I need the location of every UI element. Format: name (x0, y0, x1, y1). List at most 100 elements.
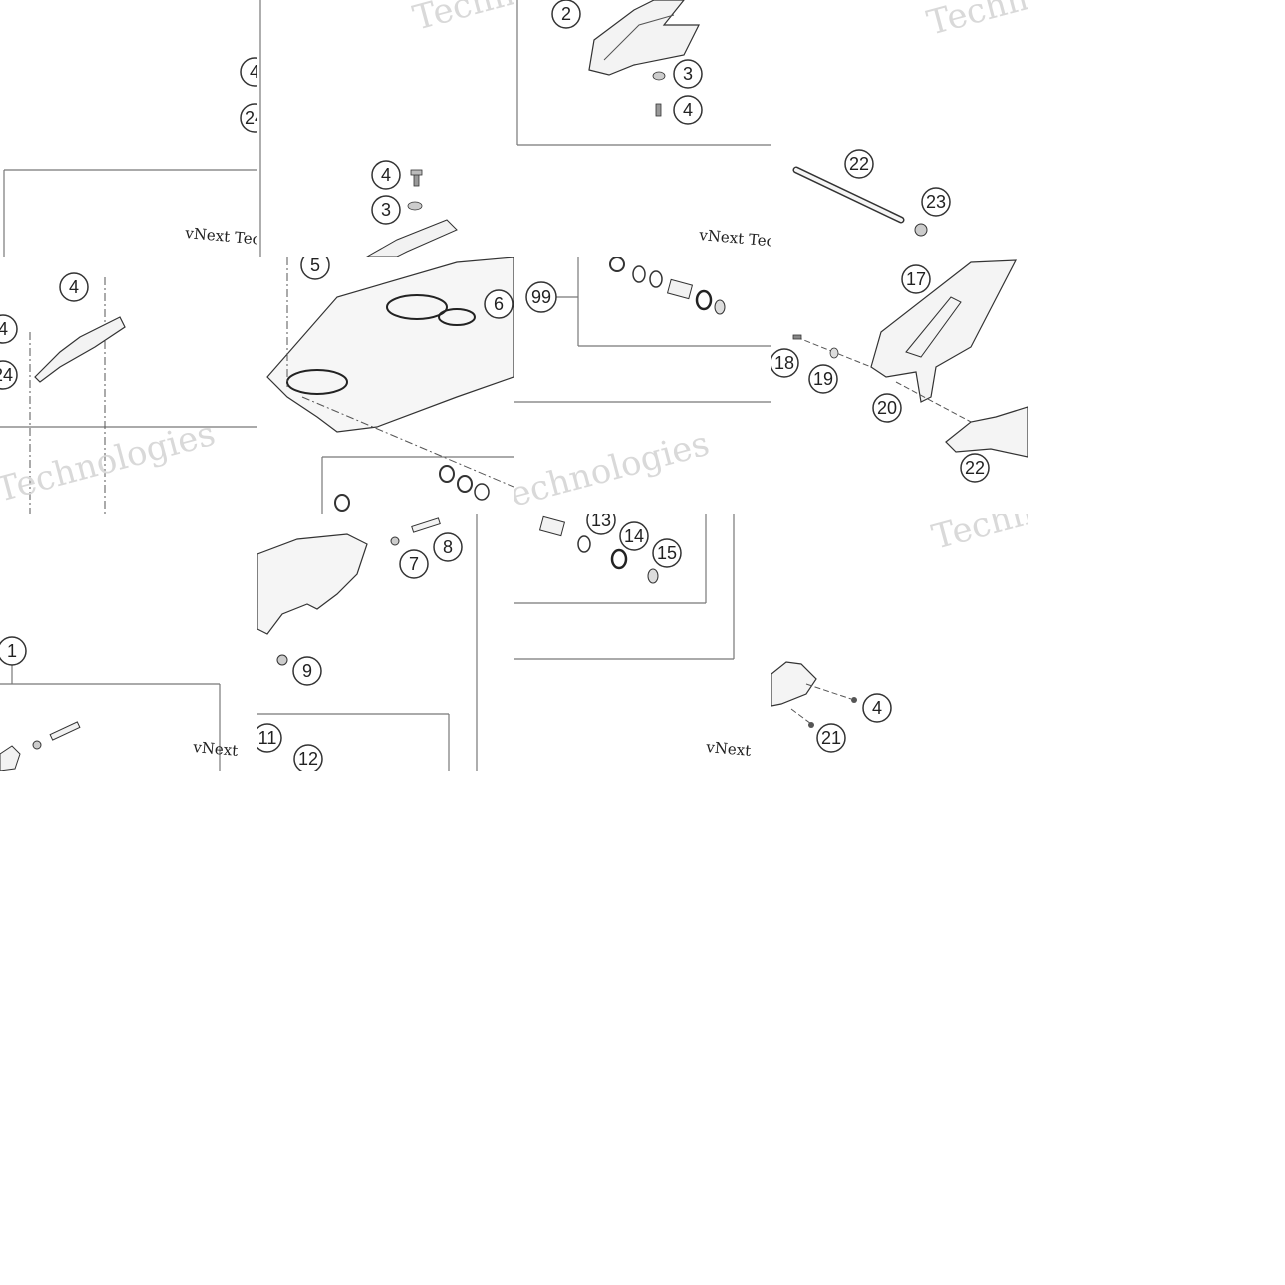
callout-18: 19 (808, 364, 838, 394)
svg-text:20: 20 (877, 398, 897, 418)
callout-4: 4 (371, 160, 401, 190)
svg-text:4: 4 (0, 319, 8, 339)
callout-4: 4 (240, 57, 257, 87)
svg-text:22: 22 (849, 154, 869, 174)
svg-text:4: 4 (872, 698, 882, 718)
callout-4: 4 (862, 693, 892, 723)
bolt-icon (410, 169, 423, 187)
tile-r2c2: 13 14 15 vNext (514, 514, 771, 771)
svg-text:3: 3 (683, 64, 693, 84)
svg-text:18: 18 (774, 353, 794, 373)
nut-icon (808, 722, 814, 728)
svg-text:1: 1 (7, 641, 17, 661)
svg-text:5: 5 (310, 257, 320, 275)
callout-1: 1 (0, 636, 27, 666)
callout-99: 99 (525, 281, 557, 313)
callout-2: 2 (551, 0, 581, 29)
callout-3: 3 (371, 195, 401, 225)
callout-23: 23 (921, 187, 951, 217)
watermark-text: Technologies (0, 414, 220, 511)
tile-r2c3: Technologies 4 21 (771, 514, 1028, 771)
svg-text:22: 22 (965, 458, 985, 478)
svg-text:3: 3 (381, 200, 391, 220)
callout-5: 5 (300, 257, 330, 280)
svg-text:24: 24 (0, 365, 13, 385)
callout-4: 4 (673, 95, 703, 125)
swingarm-end-part (257, 533, 368, 635)
washer-icon (829, 347, 839, 359)
tile-r2c0: 1 vNext (0, 514, 257, 771)
tile-r0c2: 2 3 4 vNext Technologies (514, 0, 771, 257)
svg-text:4: 4 (69, 277, 79, 297)
washer-icon (407, 201, 423, 211)
callout-19: 20 (872, 393, 902, 423)
svg-text:4: 4 (250, 62, 257, 82)
tile-r2c1: 7 8 9 11 12 (257, 514, 514, 771)
svg-text:21: 21 (821, 728, 841, 748)
axle-part (792, 166, 905, 224)
swingarm-part (266, 257, 514, 433)
callout-14: 14 (619, 521, 649, 551)
svg-text:8: 8 (443, 537, 453, 557)
callout-4: 4 (0, 314, 18, 344)
watermark-text: Technologies (928, 514, 1028, 558)
svg-text:17: 17 (906, 269, 926, 289)
watermark-text: Technologies (514, 424, 714, 514)
callout-24: 24 (0, 360, 18, 390)
callout-16: 17 (901, 264, 931, 294)
bracket-part (771, 661, 817, 707)
nut-icon (851, 697, 857, 703)
svg-text:23: 23 (926, 192, 946, 212)
callout-13: 13 (586, 514, 616, 535)
callout-3: 3 (673, 59, 703, 89)
callout-12: 12 (293, 744, 323, 771)
tile-r1c1: 5 6 (257, 257, 514, 514)
washer-icon (652, 71, 666, 81)
svg-text:7: 7 (409, 554, 419, 574)
svg-text:11: 11 (258, 728, 277, 748)
nut-icon (390, 536, 400, 546)
callout-20: 21 (816, 723, 846, 753)
callout-11: 11 (257, 723, 282, 753)
chain-guide-part (588, 0, 700, 76)
tile-r0c3: Technologies 22 23 (771, 0, 1028, 257)
caption-text: vNext Technologies (184, 224, 257, 255)
watermark-text: Technologies (409, 0, 514, 39)
callout-17: 18 (771, 348, 799, 378)
pin-part (0, 721, 81, 771)
caption-text: vNext (705, 738, 752, 760)
callout-8: 8 (433, 532, 463, 562)
bracket-part (945, 406, 1028, 458)
svg-text:99: 99 (531, 287, 551, 307)
svg-text:12: 12 (298, 749, 318, 769)
callout-24: 24 (240, 103, 257, 133)
nut-icon (914, 223, 928, 237)
svg-text:13: 13 (591, 514, 611, 530)
bolt-icon (411, 517, 441, 533)
tile-r0c0: 4 24 vNext Technologies (0, 0, 257, 257)
caption-text: vNext Technologies (698, 226, 771, 257)
callout-15: 15 (652, 538, 682, 568)
svg-text:4: 4 (381, 165, 391, 185)
bolt-icon (655, 103, 662, 117)
svg-text:2: 2 (561, 4, 571, 24)
callout-6: 6 (484, 289, 514, 319)
tile-r1c2: 99 Technologies (514, 257, 771, 514)
svg-text:6: 6 (494, 294, 504, 314)
svg-text:19: 19 (813, 369, 833, 389)
callout-21: 22 (960, 453, 990, 483)
svg-text:24: 24 (245, 108, 257, 128)
nut-icon (276, 654, 288, 666)
callout-9: 9 (292, 656, 322, 686)
callout-7: 7 (399, 549, 429, 579)
bearing-icon (334, 465, 490, 512)
bearing-set-icon (538, 515, 659, 584)
bearing-set-icon (609, 257, 726, 315)
caption-text: vNext (192, 738, 239, 760)
tile-r0c1: Technologies 4 3 (257, 0, 514, 257)
svg-text:9: 9 (302, 661, 312, 681)
svg-text:4: 4 (683, 100, 693, 120)
bolt-icon (792, 334, 802, 340)
callout-4: 4 (59, 272, 89, 302)
